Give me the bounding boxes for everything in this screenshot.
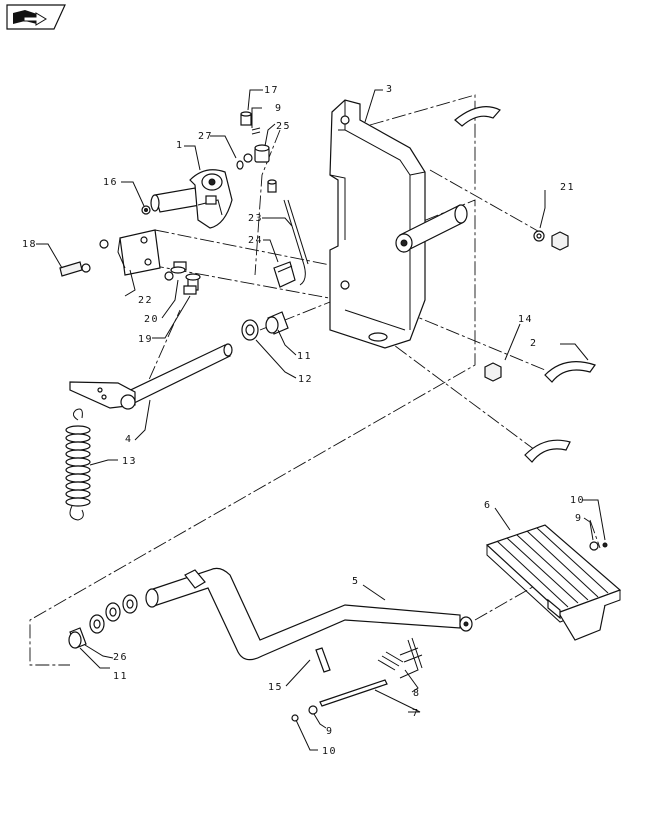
callout-2: 2 (530, 338, 538, 349)
callout-19: 19 (138, 334, 153, 345)
callout-6: 6 (484, 500, 492, 511)
callout-27: 27 (198, 131, 213, 142)
callouts: 3 1 2 4 5 6 7 8 9 9 9 10 10 11 11 12 13 … (22, 84, 606, 757)
callout-1: 1 (176, 140, 184, 151)
callout-22: 22 (138, 295, 153, 306)
nuts (484, 230, 569, 382)
book-pointer-icon (6, 4, 66, 30)
mounting-plate (59, 229, 201, 295)
washers-lower (68, 594, 138, 649)
callout-20: 20 (144, 314, 159, 325)
callout-9-upper: 9 (275, 103, 283, 114)
callout-11-upper: 11 (297, 351, 312, 362)
callout-26: 26 (113, 652, 128, 663)
callout-9-lower: 9 (326, 726, 334, 737)
callout-8: 8 (413, 688, 421, 699)
callout-14: 14 (518, 314, 533, 325)
callout-4: 4 (125, 434, 133, 445)
callout-13: 13 (122, 456, 137, 467)
pedal-hardware (589, 541, 608, 551)
throttle-lever (150, 169, 233, 229)
callout-24: 24 (248, 235, 263, 246)
callout-23: 23 (248, 213, 263, 224)
callout-17: 17 (264, 85, 279, 96)
retaining-clip-16 (141, 205, 151, 215)
roll-pin (315, 647, 331, 673)
callout-16: 16 (103, 177, 118, 188)
callout-12: 12 (298, 374, 313, 385)
callout-3: 3 (386, 84, 394, 95)
washer-bushing-upper (241, 311, 289, 341)
callout-11-lower: 11 (113, 671, 128, 682)
callout-7: 7 (412, 708, 420, 719)
control-rod (273, 199, 309, 288)
hinge-shaft (291, 637, 423, 722)
callout-10-lower: 10 (322, 746, 337, 757)
pedal-arm-shaft (69, 343, 233, 410)
upper-hardware (236, 111, 277, 193)
callout-21: 21 (560, 182, 575, 193)
callout-9-pedal: 9 (575, 513, 583, 524)
pedal-pad (485, 524, 622, 641)
return-spring (65, 408, 91, 521)
corner-badge[interactable] (6, 4, 66, 30)
callout-15: 15 (268, 682, 283, 693)
callout-18: 18 (22, 239, 37, 250)
callout-5: 5 (352, 576, 360, 587)
retaining-clips (454, 106, 596, 463)
pedal-rod (145, 567, 473, 661)
callout-10-pedal: 10 (570, 495, 585, 506)
mounting-bracket (329, 99, 468, 349)
callout-25: 25 (276, 121, 291, 132)
